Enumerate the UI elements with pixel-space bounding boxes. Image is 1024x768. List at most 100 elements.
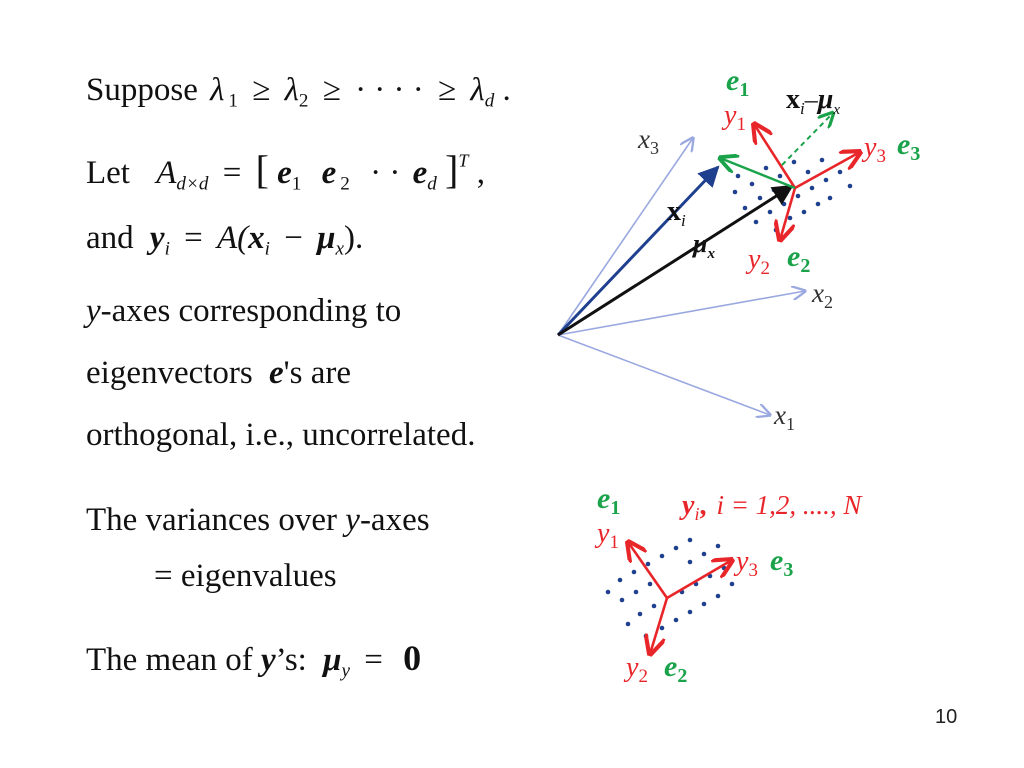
right-bracket: ] [445, 147, 459, 192]
label-x1: x1 [773, 400, 795, 434]
a-paren: A( [217, 220, 249, 256]
y-axes-line: y-axes corresponding to [86, 295, 401, 328]
mu-bold: μ [317, 220, 336, 256]
mean-line: The mean of y’s: μy = 0 [86, 640, 421, 681]
mu-sub: y [341, 660, 350, 682]
label-y1-top: y1 [721, 100, 746, 135]
zero-bold: 0 [403, 638, 422, 678]
and-word: and [86, 220, 134, 256]
y-bold: y [261, 642, 276, 678]
e2-sub: 2 [340, 173, 350, 195]
lambda-2: λ [284, 72, 299, 108]
and-line: and yi = A(xi − μx). [86, 222, 363, 259]
mux-vector [557, 184, 794, 337]
label-e1-top: e1 [726, 64, 749, 101]
x2-axis [557, 291, 805, 336]
label-y3-bottom: y3 [733, 546, 758, 581]
page-number: 10 [935, 706, 958, 728]
mu-bold: μ [323, 642, 342, 678]
y1-axis-bottom [628, 542, 669, 599]
eigenvalues-line: = eigenvalues [154, 560, 337, 593]
label-xi: xi [667, 196, 686, 230]
label-e2-bottom: e2 [664, 650, 687, 687]
close-paren: ). [343, 220, 364, 256]
e1-bold: e [277, 155, 292, 191]
matrix-a-sub: d×d [176, 173, 209, 195]
xi-minus-mux-projection [720, 158, 796, 190]
ed-bold: e [412, 155, 428, 191]
label-xi-minus-mux: xi–μx [786, 84, 840, 118]
variances-text: The variances over [86, 502, 338, 538]
label-x2: x2 [811, 278, 833, 312]
ge-3: ≥ [438, 72, 457, 108]
label-e2-top: e2 [787, 240, 810, 277]
matrix-a: A [156, 155, 177, 191]
are-text: 's are [283, 355, 351, 391]
y1-axis [754, 124, 797, 189]
e-dots: · · [370, 155, 401, 191]
label-y3-top: y3 [861, 132, 886, 167]
eigenvalues-text: eigenvalues [180, 558, 337, 594]
equals: = [364, 642, 383, 678]
e2-bold: e [321, 155, 337, 191]
label-x3: x3 [637, 124, 659, 158]
mu-sub: x [335, 238, 344, 260]
e1-sub: 1 [291, 173, 302, 195]
label-e3-bottom: e3 [770, 544, 793, 581]
ge-1: ≥ [252, 72, 271, 108]
label-y2-top: y2 [745, 244, 770, 279]
x-sub: i [264, 238, 270, 260]
s-colon: ’s: [275, 642, 307, 678]
y3-axis [794, 152, 860, 190]
y2-axis [780, 187, 797, 240]
lambda-d: λ [470, 72, 485, 108]
equals: = [184, 220, 203, 256]
label-y1-bottom: y1 [594, 518, 619, 553]
eigenvectors-line: eigenvectors e's are [86, 357, 351, 390]
variances-line: The variances over y-axes [86, 504, 430, 537]
transpose-t: T [458, 150, 469, 171]
period: . [502, 72, 511, 108]
comma: , [476, 155, 485, 191]
y2-axis-bottom [650, 597, 669, 654]
eigenvectors-word: eigenvectors [86, 355, 253, 391]
lambda-d-sub: d [484, 90, 495, 112]
y3-axis-bottom [666, 560, 732, 600]
equals: = [222, 155, 242, 191]
ed-sub: d [427, 173, 437, 195]
x-bold: x [248, 220, 265, 256]
xi-minus-mux-dashed [781, 113, 833, 166]
label-e1-bottom: e1 [597, 482, 620, 519]
xi-vector [556, 165, 720, 337]
equals: = [154, 558, 173, 594]
data-points-top [732, 157, 853, 233]
orthogonal-text: orthogonal, i.e., uncorrelated. [86, 417, 476, 453]
lambda-2-sub: 2 [298, 90, 309, 112]
e-bold: e [269, 355, 284, 391]
y-italic: y [86, 293, 101, 329]
y-axes-text: -axes corresponding to [100, 293, 402, 329]
label-e3-top: e3 [897, 128, 920, 165]
label-mux: μx [691, 229, 715, 262]
lambda-1: λ [210, 72, 225, 108]
y-italic: y [345, 502, 360, 538]
y-sub: i [164, 238, 170, 260]
dots: · · · · [355, 72, 424, 108]
orthogonal-line: orthogonal, i.e., uncorrelated. [86, 419, 475, 452]
label-y2-bottom: y2 [623, 652, 648, 687]
x3-axis [557, 138, 693, 336]
data-points-bottom [605, 537, 735, 639]
axes-text: -axes [359, 502, 430, 538]
ge-2: ≥ [322, 72, 341, 108]
label-yi-range: yi,i = 1,2, ...., N [679, 490, 863, 524]
y-bold: y [149, 220, 165, 256]
lambda-1-sub: 1 [228, 90, 238, 112]
minus: − [284, 220, 303, 256]
suppose-word: Suppose [86, 72, 198, 108]
mean-text: The mean of [86, 642, 253, 678]
let-word: Let [86, 155, 130, 191]
left-bracket: [ [255, 147, 269, 192]
